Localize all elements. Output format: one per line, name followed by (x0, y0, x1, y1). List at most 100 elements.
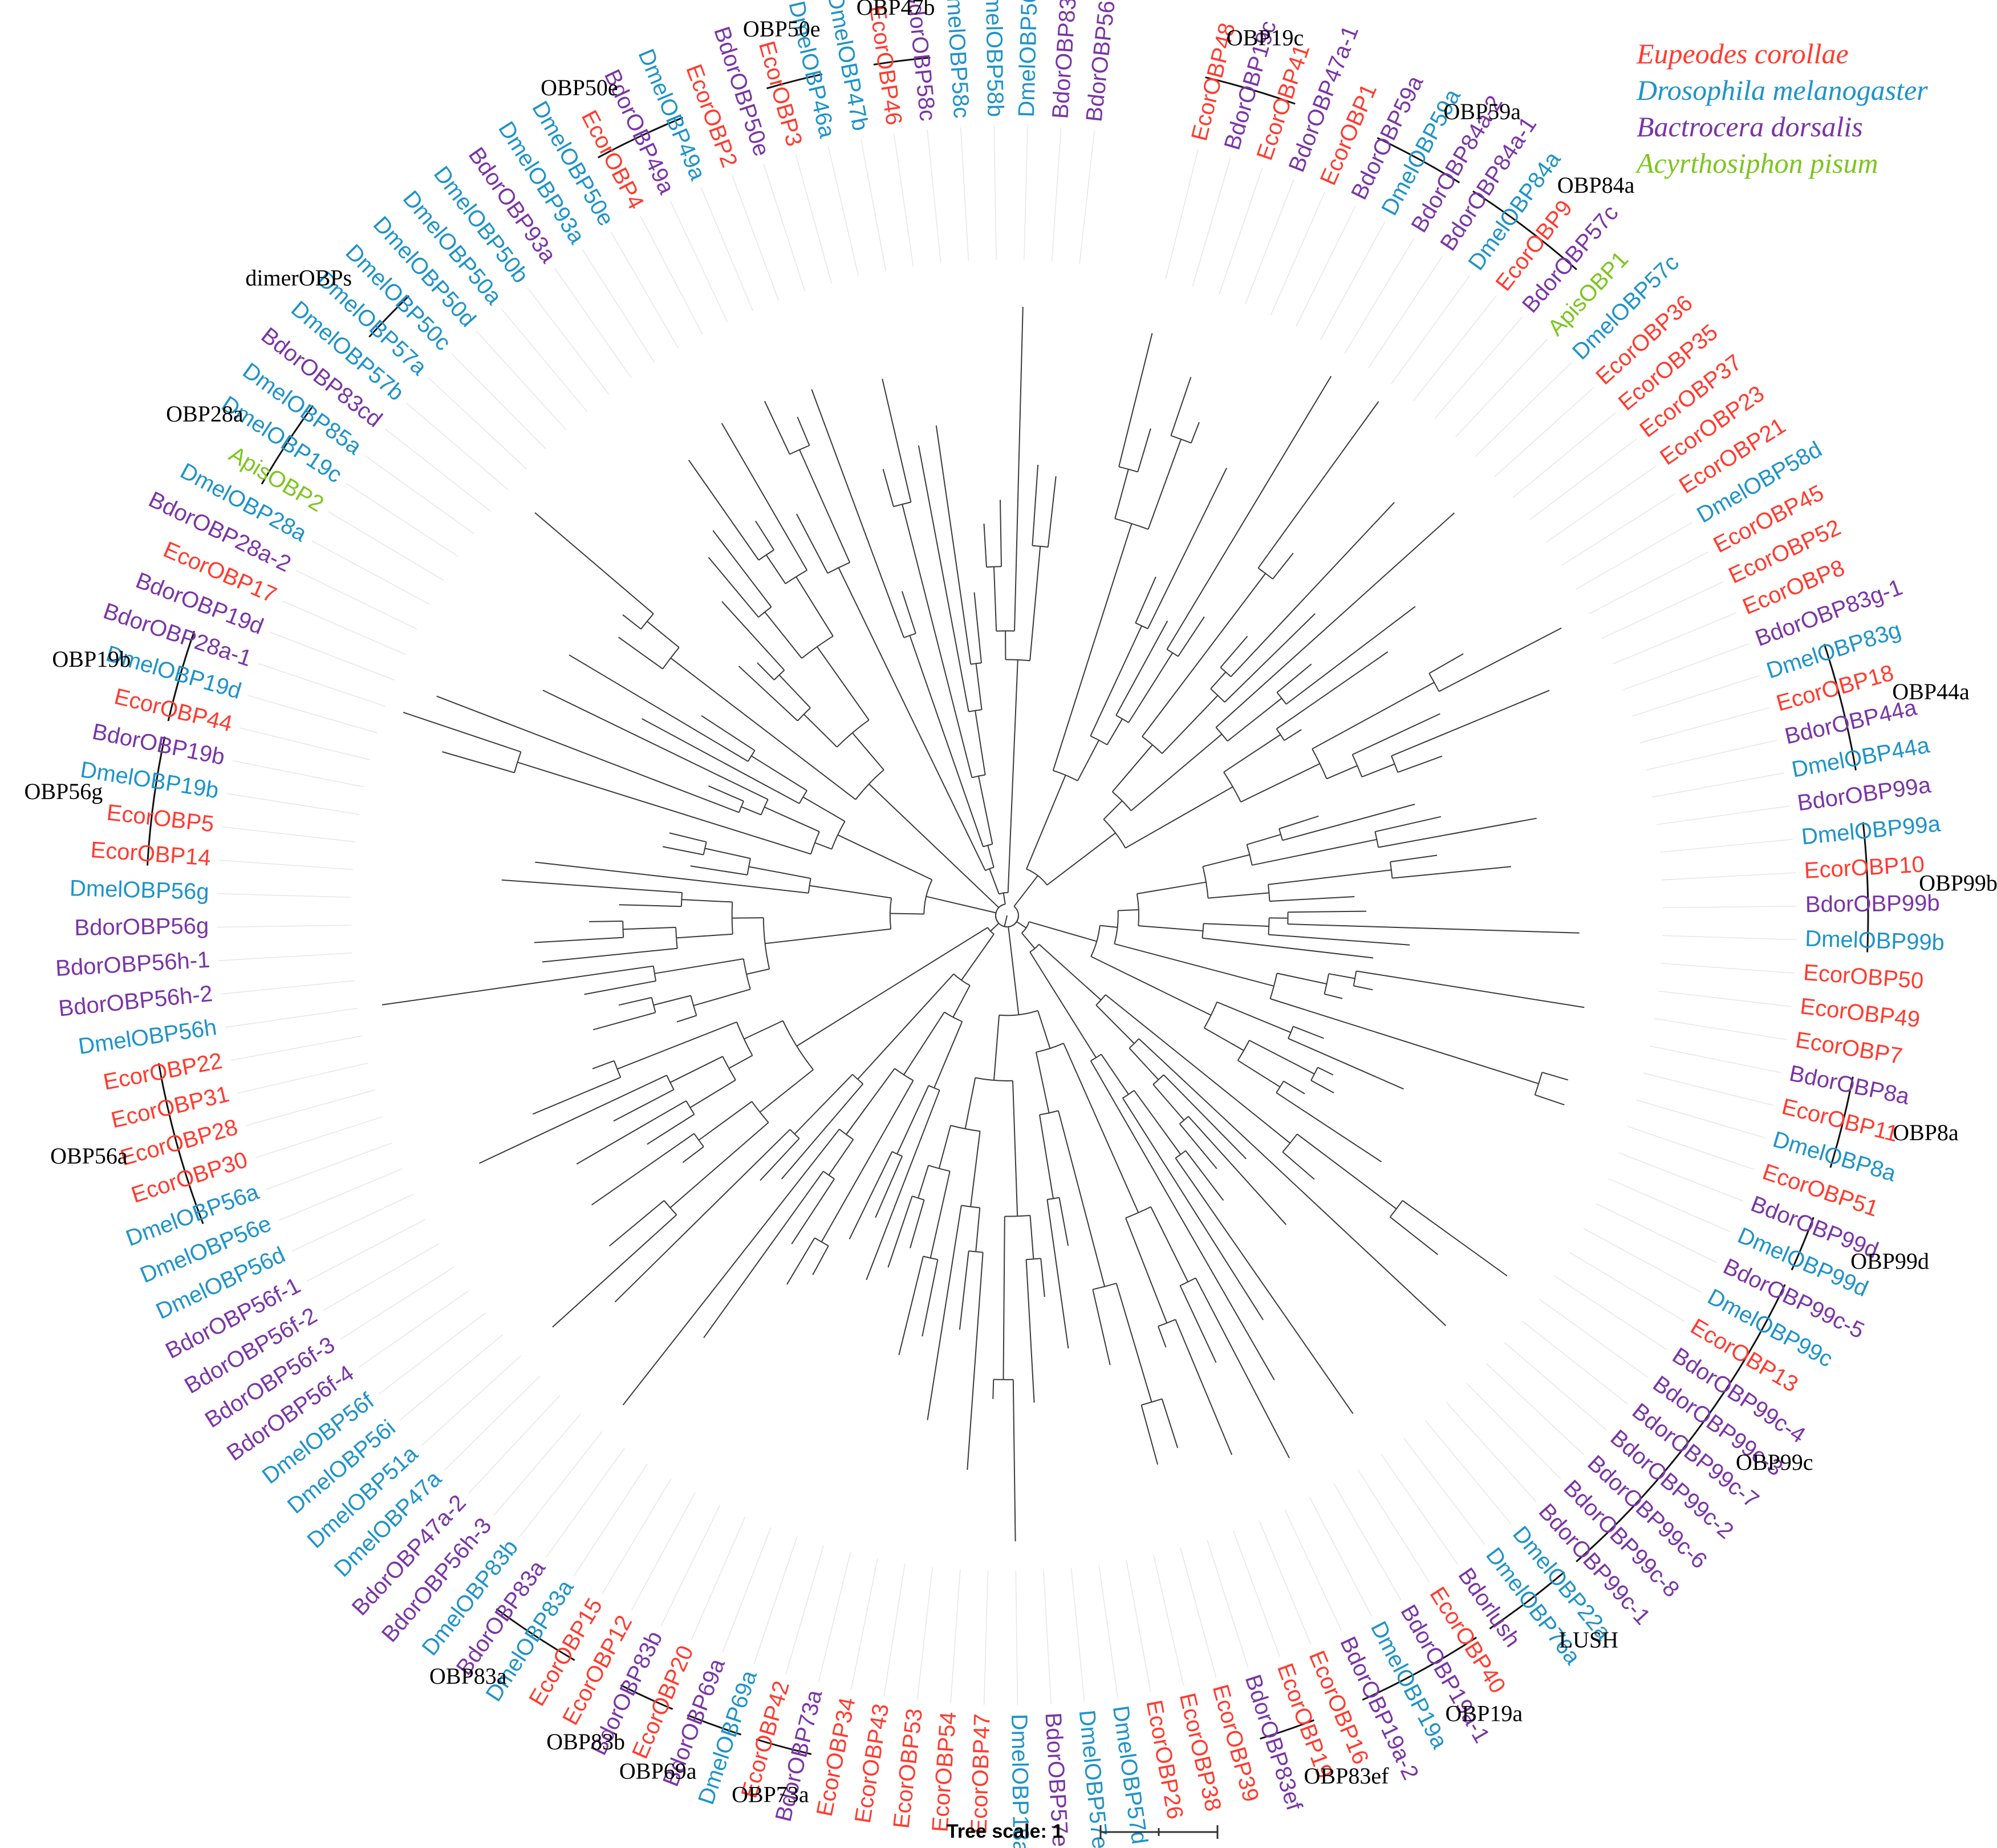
branch-line (1210, 671, 1227, 690)
branch-line (1179, 1285, 1217, 1363)
clade-bracket (687, 1714, 742, 1736)
branch-line (532, 1076, 621, 1115)
branch-line (828, 1139, 854, 1176)
tip-guide (1601, 581, 1723, 639)
branch-line (1090, 956, 1212, 1016)
tip-guide (245, 1089, 375, 1126)
branch-line (1129, 1048, 1159, 1080)
tip-guide (1446, 1402, 1537, 1502)
tip-guide (282, 601, 406, 655)
leaf-label: EcorOBP49 (1799, 994, 1921, 1032)
root-branch (1004, 915, 1008, 927)
leaf-label: DmelOBP58c (941, 0, 974, 119)
branch-line (535, 861, 809, 894)
tip-guide (307, 1218, 427, 1282)
branch-line (647, 1113, 695, 1145)
clade-bracket (598, 116, 683, 159)
branch-line (1375, 816, 1442, 833)
clade-bracket (261, 405, 314, 485)
tip-guide (1651, 772, 1784, 798)
branch-line (1014, 306, 1024, 631)
branch-line (1111, 744, 1153, 792)
tip-guide (1649, 1045, 1781, 1073)
branch-line (764, 611, 802, 659)
branch-line (1038, 943, 1102, 1001)
branch-line (1215, 512, 1455, 728)
branch-line (744, 1020, 784, 1040)
branch-line (757, 662, 775, 680)
branch-line (765, 928, 891, 945)
branch-line (589, 921, 623, 922)
tip-guide (861, 139, 887, 271)
clade-label: OBP83a (429, 1663, 507, 1689)
branch-line (903, 1011, 945, 1075)
branch-line (1237, 1060, 1281, 1088)
branch-line (1125, 1218, 1168, 1323)
tip-guide (232, 760, 364, 788)
tip-guide (1539, 1298, 1649, 1378)
branch-line (738, 666, 798, 722)
branch-line (938, 1125, 952, 1169)
tip-guide (1368, 256, 1443, 368)
tip-guide (444, 1375, 541, 1470)
tip-guide (421, 1355, 522, 1446)
branch-line (1114, 943, 1274, 987)
clade-bracket (1205, 76, 1296, 105)
branch-line (1190, 422, 1200, 444)
tip-guide (1309, 1497, 1372, 1616)
tip-guide (493, 1413, 581, 1516)
tip-guide (1434, 317, 1523, 419)
clade-bracket (873, 56, 931, 66)
tip-guide (1561, 493, 1675, 566)
branch-line (866, 1089, 940, 1280)
tip-guide (240, 727, 371, 760)
branch-line (1106, 718, 1123, 745)
tip-guide (573, 1464, 648, 1577)
branch-line (1046, 1199, 1069, 1349)
tip-guide (691, 1517, 746, 1640)
branch-line (676, 933, 733, 939)
branch-line (436, 695, 740, 813)
branch-line (838, 567, 986, 871)
branch-line (970, 1131, 981, 1207)
branch-line (1326, 765, 1358, 780)
tip-guide (602, 1478, 672, 1594)
branch-line (1202, 937, 1374, 959)
tip-guide (323, 1243, 440, 1311)
branch-arc (1180, 1277, 1196, 1286)
branch-line (614, 1129, 791, 1303)
tip-guide (950, 1570, 961, 1704)
branch-line (703, 1171, 824, 1338)
clade-label: dimerOBPs (245, 265, 352, 291)
branch-line (403, 711, 521, 753)
branch-line (927, 1205, 962, 1420)
tip-guide (927, 129, 941, 263)
branch-line (973, 592, 982, 663)
branch-line (1179, 1123, 1217, 1169)
tip-guide (731, 175, 780, 301)
branch-arc (703, 841, 707, 855)
branch-arc (1310, 1067, 1318, 1081)
branch-line (791, 1178, 835, 1245)
species-legend: Eupeodes corollae Drosophila melanogaste… (1637, 35, 1928, 181)
branch-line (576, 1100, 687, 1165)
branch-line (1227, 698, 1282, 742)
branch-line (617, 1021, 737, 1070)
branch-line (1125, 786, 1233, 849)
branch-line (654, 958, 744, 974)
branch-line (1276, 1092, 1382, 1162)
branch-line (381, 965, 654, 1006)
branch-line (989, 868, 1000, 894)
tip-guide (1165, 148, 1199, 279)
branch-line (478, 1075, 667, 1164)
branch-line (857, 973, 955, 1080)
branch-line (1147, 439, 1182, 530)
branch-line (1392, 866, 1511, 879)
branch-line (1269, 896, 1355, 902)
clade-label: OBP50e (743, 16, 821, 42)
branch-line (1317, 1067, 1334, 1076)
clade-label: OBP84a (1557, 172, 1635, 198)
branch-line (1272, 553, 1294, 579)
leaf-label: BdorOBP83g-2 (1048, 0, 1083, 120)
tip-guide (1639, 707, 1769, 744)
